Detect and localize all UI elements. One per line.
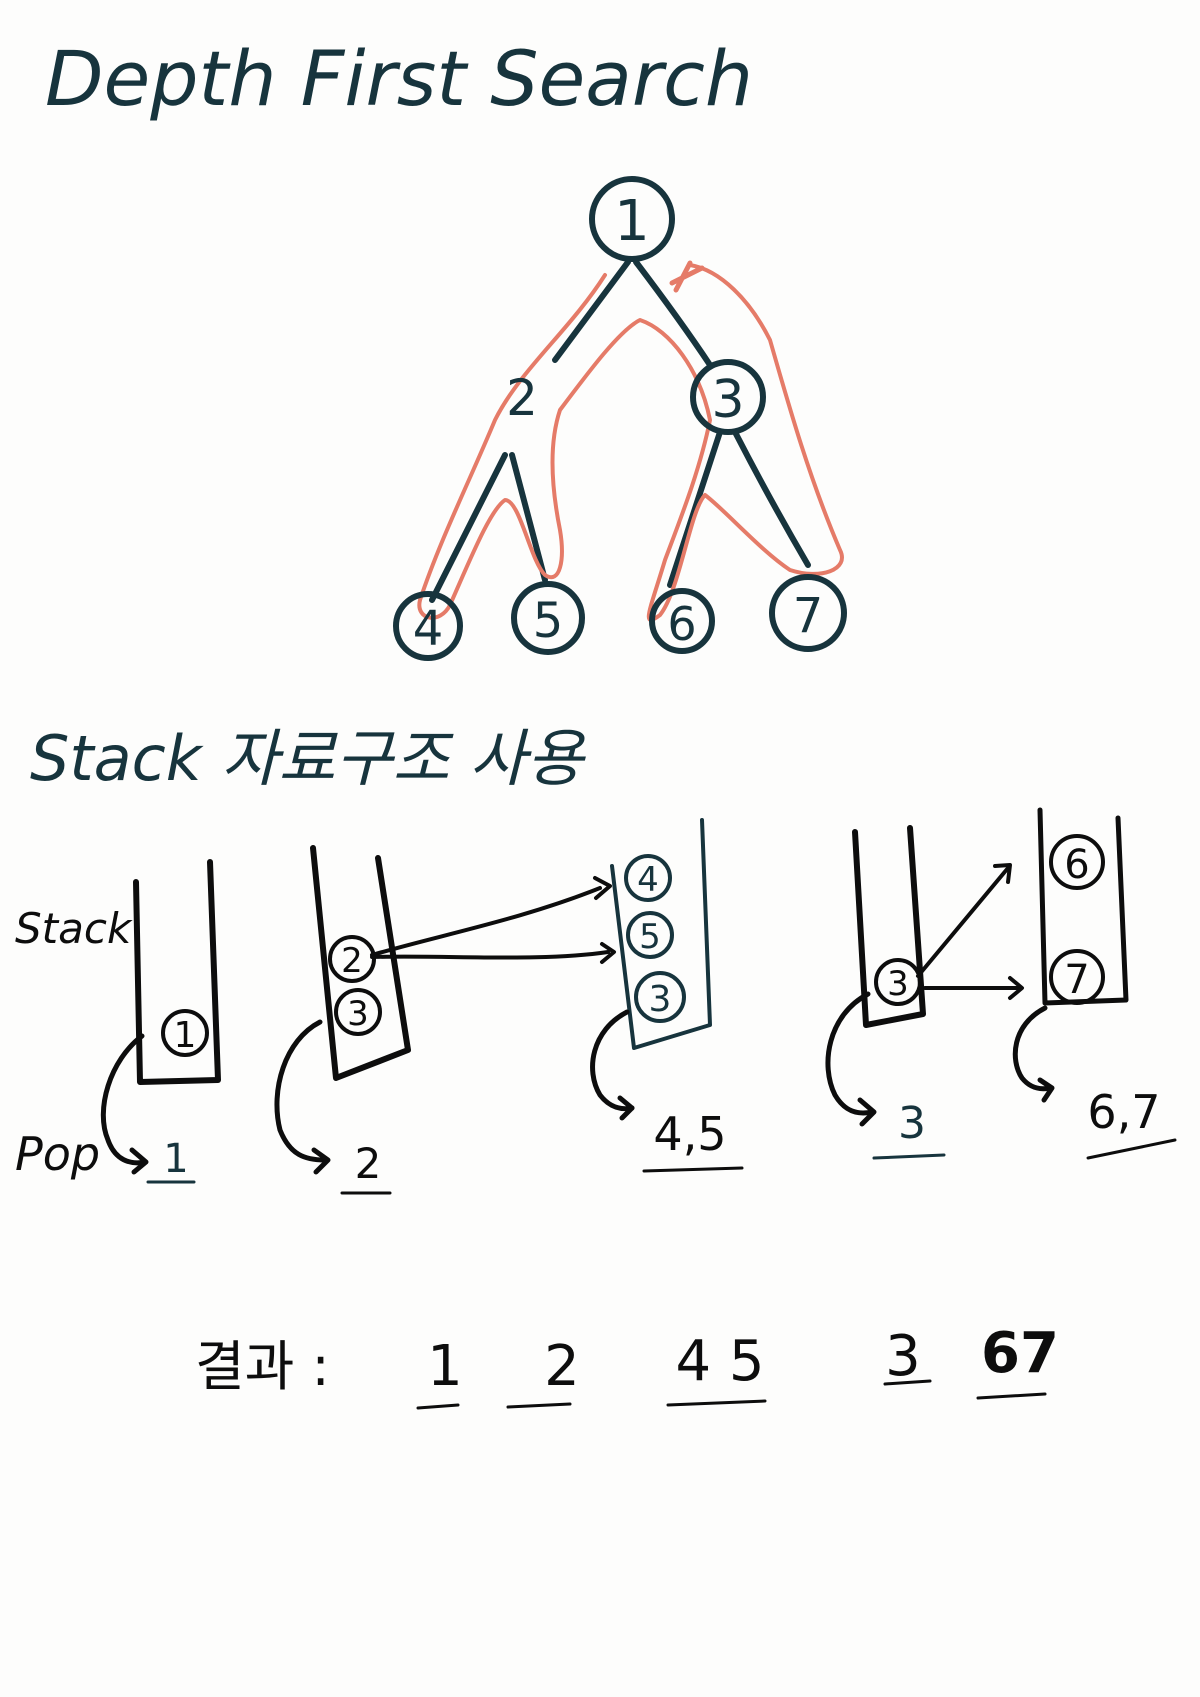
stack-3-item-1: 4 xyxy=(637,860,659,900)
tree-nodes: 1 2 3 4 5 6 7 xyxy=(393,176,847,661)
page-title: Depth First Search xyxy=(45,34,753,123)
stack-1-pop-value: 1 xyxy=(163,1136,188,1182)
stack-2-to-3-arrows xyxy=(370,876,616,964)
result-value-3: 4 5 xyxy=(675,1329,764,1394)
edge-3-6 xyxy=(667,429,723,588)
tree-node-7: 7 xyxy=(769,574,847,652)
stack-3-pop-value: 4,5 xyxy=(653,1107,726,1161)
traversal-arrowhead xyxy=(669,260,705,293)
stack-4-container xyxy=(852,825,926,1028)
edge-2-5 xyxy=(509,452,548,583)
svg-text:6: 6 xyxy=(667,597,696,651)
stack-5-item-1: 6 xyxy=(1064,842,1089,888)
edge-1-2 xyxy=(552,259,631,363)
stack-2-item-2: 3 xyxy=(347,994,369,1034)
result-row: 결과 : 1 2 4 5 3 67 xyxy=(195,1321,1059,1410)
stack-4-pop-arrow xyxy=(825,991,875,1116)
svg-text:2: 2 xyxy=(506,369,538,427)
stack-2-pop-arrow xyxy=(274,1019,328,1163)
stack-2-item-1: 2 xyxy=(341,941,363,981)
stack-1-item-1: 1 xyxy=(174,1015,197,1056)
tree-edges xyxy=(429,259,811,603)
tree-node-5: 5 xyxy=(511,581,585,655)
svg-text:5: 5 xyxy=(533,593,564,649)
stack-label: Stack xyxy=(15,904,133,953)
edge-1-3 xyxy=(633,259,713,368)
svg-text:4: 4 xyxy=(413,601,444,657)
subtitle: Stack 자료구조 사용 xyxy=(30,722,586,795)
result-label: 결과 : xyxy=(195,1335,330,1398)
stack-1-pop-arrow xyxy=(100,1033,148,1166)
tree-node-4: 4 xyxy=(393,591,463,661)
result-value-1: 1 xyxy=(427,1334,463,1399)
svg-text:1: 1 xyxy=(614,189,650,254)
svg-text:7: 7 xyxy=(793,588,824,644)
stack-5-pop-arrow xyxy=(1012,1005,1053,1092)
traversal-curve xyxy=(417,263,844,622)
stack-4-item-1: 3 xyxy=(887,964,909,1004)
stack-1: 1 1 xyxy=(100,859,221,1184)
tree-node-3: 3 xyxy=(690,359,766,435)
edge-2-4 xyxy=(429,452,508,603)
svg-text:3: 3 xyxy=(711,370,744,430)
stack-2-pop-value: 2 xyxy=(355,1139,382,1188)
stack-3-item-2: 5 xyxy=(639,917,661,957)
tree-node-2: 2 xyxy=(506,369,538,427)
stack-3-pop-arrow xyxy=(590,1009,635,1112)
stack-2: 2 3 2 xyxy=(274,845,411,1195)
stack-4-to-5-arrows xyxy=(916,863,1024,1000)
tree-node-6: 6 xyxy=(649,588,715,654)
tree-node-1: 1 xyxy=(589,176,675,262)
stack-5-item-2: 7 xyxy=(1064,957,1089,1003)
stack-5: 6 7 6,7 xyxy=(1012,807,1177,1160)
pop-label: Pop xyxy=(15,1127,100,1181)
stack-3: 4 5 3 4,5 xyxy=(590,818,744,1173)
result-value-4: 3 xyxy=(885,1324,921,1389)
stack-3-container xyxy=(610,818,712,1050)
result-value-5: 67 xyxy=(981,1321,1059,1386)
stack-2-container xyxy=(310,845,411,1081)
stack-1-container xyxy=(133,859,221,1085)
stack-4-pop-value: 3 xyxy=(898,1098,926,1149)
stack-3-item-3: 3 xyxy=(649,979,672,1020)
result-value-2: 2 xyxy=(544,1334,580,1399)
traversal-path xyxy=(417,260,844,622)
stack-4: 3 3 xyxy=(825,825,946,1160)
edge-3-7 xyxy=(732,429,811,568)
stack-5-pop-value: 6,7 xyxy=(1087,1085,1160,1139)
